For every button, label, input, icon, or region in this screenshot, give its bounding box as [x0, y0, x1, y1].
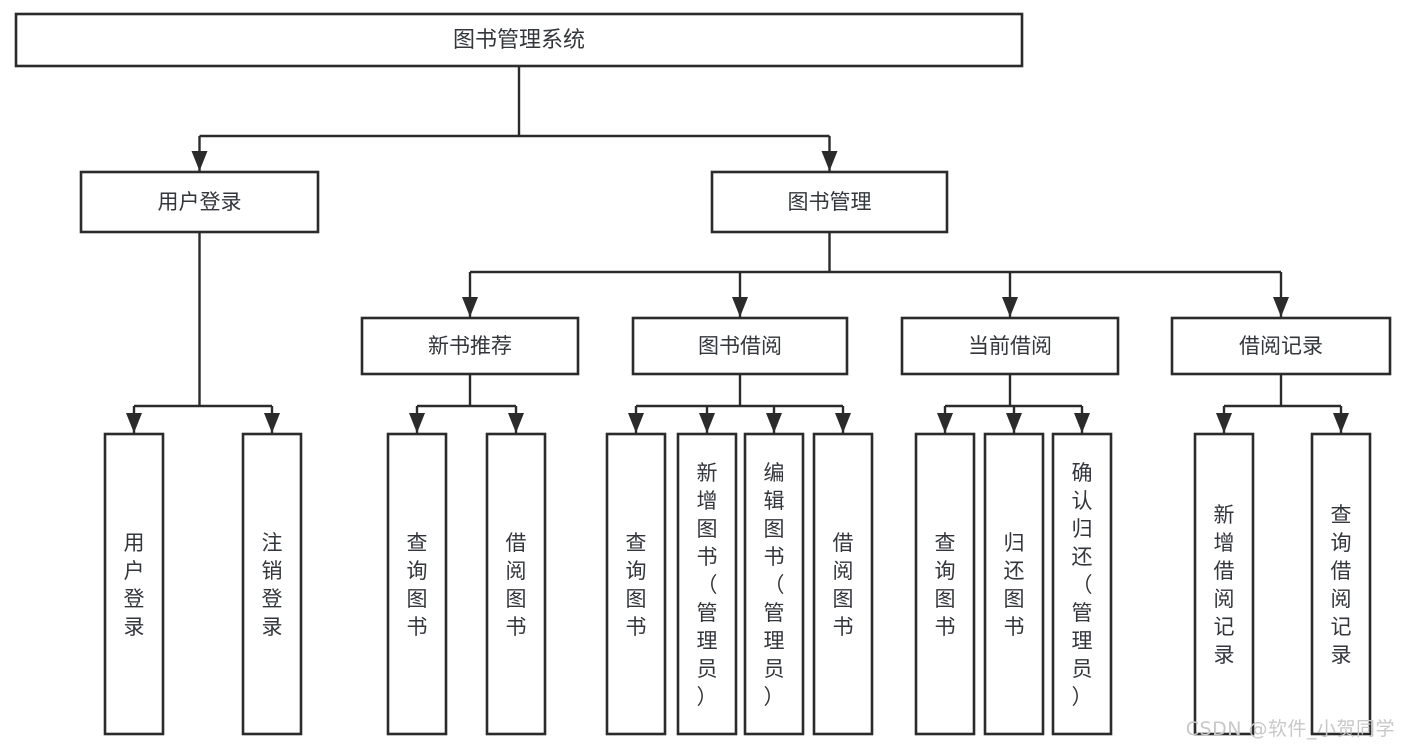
- node-leaf-query-book-2[interactable]: 查询图书: [605, 432, 667, 736]
- node-root[interactable]: 图书管理系统: [14, 12, 1024, 68]
- node-leaf-query-book-2-rect[interactable]: [605, 432, 667, 736]
- node-leaf-edit-book[interactable]: 编辑图书（管理员）: [743, 432, 805, 736]
- node-new-book-recommend-rect[interactable]: [360, 316, 580, 376]
- node-book-manage-label: 图书管理: [788, 190, 872, 214]
- node-root-rect[interactable]: [14, 12, 1024, 68]
- arrow-head-icon: [191, 151, 208, 171]
- node-leaf-query-book-2-label: 查询图书: [626, 531, 647, 639]
- node-leaf-return-book-rect[interactable]: [983, 432, 1045, 736]
- arrow-head-icon: [1333, 413, 1349, 433]
- node-book-manage[interactable]: 图书管理: [710, 170, 949, 234]
- arrow-head-icon: [821, 151, 838, 171]
- arrow-head-icon: [126, 413, 142, 433]
- arrow-head-icon: [264, 413, 280, 433]
- node-leaf-query-record-rect[interactable]: [1310, 432, 1372, 736]
- node-borrow-record-label: 借阅记录: [1239, 334, 1323, 358]
- arrow-head-icon: [628, 413, 644, 433]
- node-leaf-query-book-1-rect[interactable]: [386, 432, 448, 736]
- node-leaf-query-book-3[interactable]: 查询图书: [914, 432, 976, 736]
- node-leaf-borrow-book-1-label: 借阅图书: [506, 531, 527, 639]
- node-current-borrow-rect[interactable]: [900, 316, 1120, 376]
- arrow-head-icon: [1216, 413, 1232, 433]
- node-leaf-borrow-book-2-rect[interactable]: [812, 432, 874, 736]
- node-leaf-add-record-label: 新增借阅记录: [1214, 503, 1235, 667]
- node-leaf-query-book-3-label: 查询图书: [935, 531, 956, 639]
- node-leaf-edit-book-rect[interactable]: [743, 432, 805, 736]
- node-borrow-record-rect[interactable]: [1170, 316, 1392, 376]
- node-leaf-confirm-return[interactable]: 确认归还（管理员）: [1051, 432, 1113, 736]
- arrow-head-icon: [699, 413, 715, 433]
- node-leaf-add-record-rect[interactable]: [1193, 432, 1255, 736]
- node-leaf-query-book-1-label: 查询图书: [407, 531, 428, 639]
- node-book-borrow-rect[interactable]: [631, 316, 849, 376]
- arrow-head-icon: [462, 297, 478, 317]
- arrow-head-icon: [1273, 297, 1289, 317]
- arrow-head-icon: [766, 413, 782, 433]
- node-current-borrow-label: 当前借阅: [968, 334, 1052, 358]
- node-leaf-user-logout[interactable]: 注销登录: [241, 432, 303, 736]
- node-leaf-borrow-book-2-label: 借阅图书: [833, 531, 854, 639]
- node-leaf-add-record[interactable]: 新增借阅记录: [1193, 432, 1255, 736]
- node-book-borrow-label: 图书借阅: [698, 334, 782, 358]
- node-leaf-user-login-rect[interactable]: [103, 432, 165, 736]
- node-leaf-borrow-book-1-rect[interactable]: [485, 432, 547, 736]
- arrow-head-icon: [1002, 297, 1018, 317]
- node-leaf-confirm-return-rect[interactable]: [1051, 432, 1113, 736]
- arrow-head-icon: [409, 413, 425, 433]
- node-new-book-recommend[interactable]: 新书推荐: [360, 316, 580, 376]
- node-leaf-user-login-label: 用户登录: [124, 531, 145, 639]
- node-user-login-rect[interactable]: [79, 170, 320, 234]
- watermark-text: CSDN @软件_小贺同学: [1185, 718, 1395, 740]
- node-leaf-query-record-label: 查询借阅记录: [1331, 503, 1352, 667]
- node-root-label: 图书管理系统: [453, 28, 585, 53]
- node-leaf-user-login[interactable]: 用户登录: [103, 432, 165, 736]
- arrow-head-icon: [508, 413, 524, 433]
- node-leaf-return-book[interactable]: 归还图书: [983, 432, 1045, 736]
- node-leaf-user-logout-rect[interactable]: [241, 432, 303, 736]
- arrow-head-icon: [732, 297, 748, 317]
- node-leaf-add-book[interactable]: 新增图书（管理员）: [676, 432, 738, 736]
- node-leaf-query-book-1[interactable]: 查询图书: [386, 432, 448, 736]
- node-user-login-label: 用户登录: [158, 190, 242, 214]
- node-leaf-borrow-book-2[interactable]: 借阅图书: [812, 432, 874, 736]
- connector-layer: [126, 66, 1349, 433]
- arrow-head-icon: [1006, 413, 1022, 433]
- node-leaf-user-logout-label: 注销登录: [262, 531, 283, 639]
- node-borrow-record[interactable]: 借阅记录: [1170, 316, 1392, 376]
- arrow-head-icon: [1074, 413, 1090, 433]
- node-layer: 图书管理系统用户登录图书管理新书推荐图书借阅当前借阅借阅记录用户登录注销登录查询…: [14, 12, 1392, 736]
- node-leaf-query-book-3-rect[interactable]: [914, 432, 976, 736]
- node-new-book-recommend-label: 新书推荐: [428, 334, 512, 358]
- node-leaf-return-book-label: 归还图书: [1004, 531, 1025, 639]
- node-leaf-add-book-rect[interactable]: [676, 432, 738, 736]
- node-leaf-edit-book-label: 编辑图书（管理员）: [764, 461, 785, 709]
- node-leaf-query-record[interactable]: 查询借阅记录: [1310, 432, 1372, 736]
- node-leaf-add-book-label: 新增图书（管理员）: [697, 461, 718, 709]
- node-book-borrow[interactable]: 图书借阅: [631, 316, 849, 376]
- node-user-login[interactable]: 用户登录: [79, 170, 320, 234]
- node-leaf-borrow-book-1[interactable]: 借阅图书: [485, 432, 547, 736]
- arrow-head-icon: [937, 413, 953, 433]
- node-book-manage-rect[interactable]: [710, 170, 949, 234]
- arrow-head-icon: [835, 413, 851, 433]
- node-current-borrow[interactable]: 当前借阅: [900, 316, 1120, 376]
- node-leaf-confirm-return-label: 确认归还（管理员）: [1072, 461, 1093, 709]
